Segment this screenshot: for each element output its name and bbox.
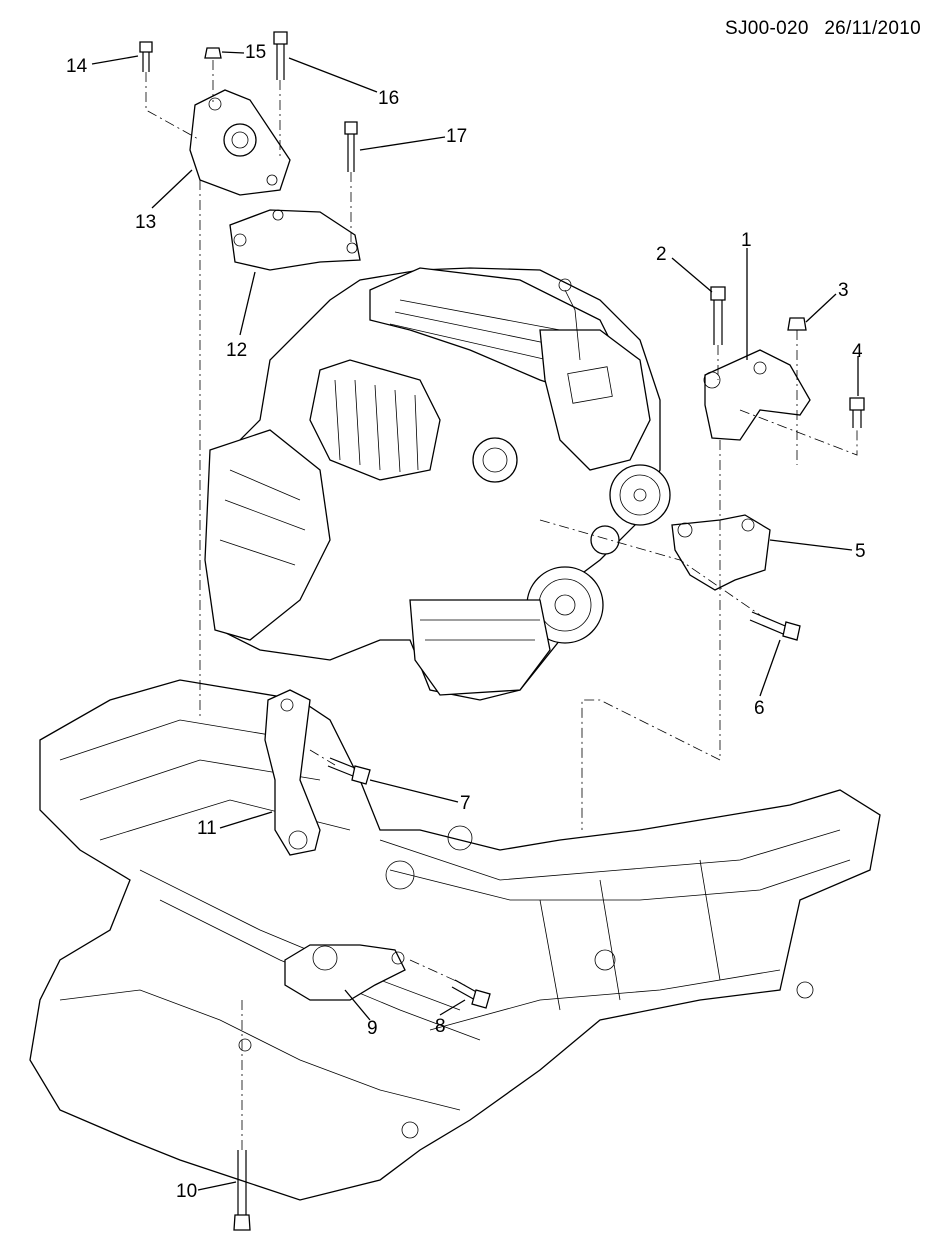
callout-9: 9 bbox=[367, 1018, 378, 1039]
callout-labels: 1 2 3 4 5 6 7 8 9 10 11 12 13 14 15 16 1… bbox=[66, 42, 866, 1202]
callout-11: 11 bbox=[197, 818, 217, 839]
part-5-bracket bbox=[671, 514, 771, 591]
engine-assembly bbox=[204, 267, 671, 701]
callout-8: 8 bbox=[435, 1016, 446, 1037]
callout-17: 17 bbox=[446, 126, 467, 147]
part-13-mount bbox=[189, 89, 291, 196]
bolt-7 bbox=[327, 757, 371, 785]
alignment-lines bbox=[145, 60, 858, 1150]
callout-15: 15 bbox=[245, 42, 266, 63]
callout-3: 3 bbox=[838, 280, 849, 301]
bolt-17 bbox=[344, 121, 358, 172]
callout-5: 5 bbox=[855, 541, 866, 562]
bolt-6 bbox=[749, 611, 801, 641]
part-12-bracket bbox=[229, 209, 361, 271]
callout-12: 12 bbox=[226, 340, 247, 361]
nut-3 bbox=[787, 317, 807, 331]
part-1-mount bbox=[703, 349, 811, 441]
callout-13: 13 bbox=[135, 212, 156, 233]
part-11-torque-rod bbox=[264, 689, 321, 856]
callout-1: 1 bbox=[741, 230, 752, 251]
leader-lines bbox=[91, 51, 859, 1191]
callout-6: 6 bbox=[754, 698, 765, 719]
bolt-16 bbox=[273, 31, 288, 80]
bolt-14 bbox=[139, 41, 153, 72]
diagram-id: SJ00-020 bbox=[724, 18, 809, 39]
callout-7: 7 bbox=[460, 793, 471, 814]
callout-2: 2 bbox=[656, 244, 667, 265]
callout-16: 16 bbox=[378, 88, 399, 109]
diagram-header: SJ00-020 26/11/2010 bbox=[715, 18, 921, 40]
callout-14: 14 bbox=[66, 56, 88, 77]
nut-15 bbox=[204, 47, 222, 59]
part-9-mount bbox=[284, 944, 406, 1001]
callout-10: 10 bbox=[176, 1181, 197, 1202]
bolt-2 bbox=[710, 286, 726, 345]
callout-4: 4 bbox=[852, 341, 863, 362]
bolt-4 bbox=[849, 397, 865, 428]
subframe bbox=[29, 679, 881, 1201]
bolt-10 bbox=[233, 1150, 251, 1231]
diagram-date: 26/11/2010 bbox=[824, 18, 921, 39]
